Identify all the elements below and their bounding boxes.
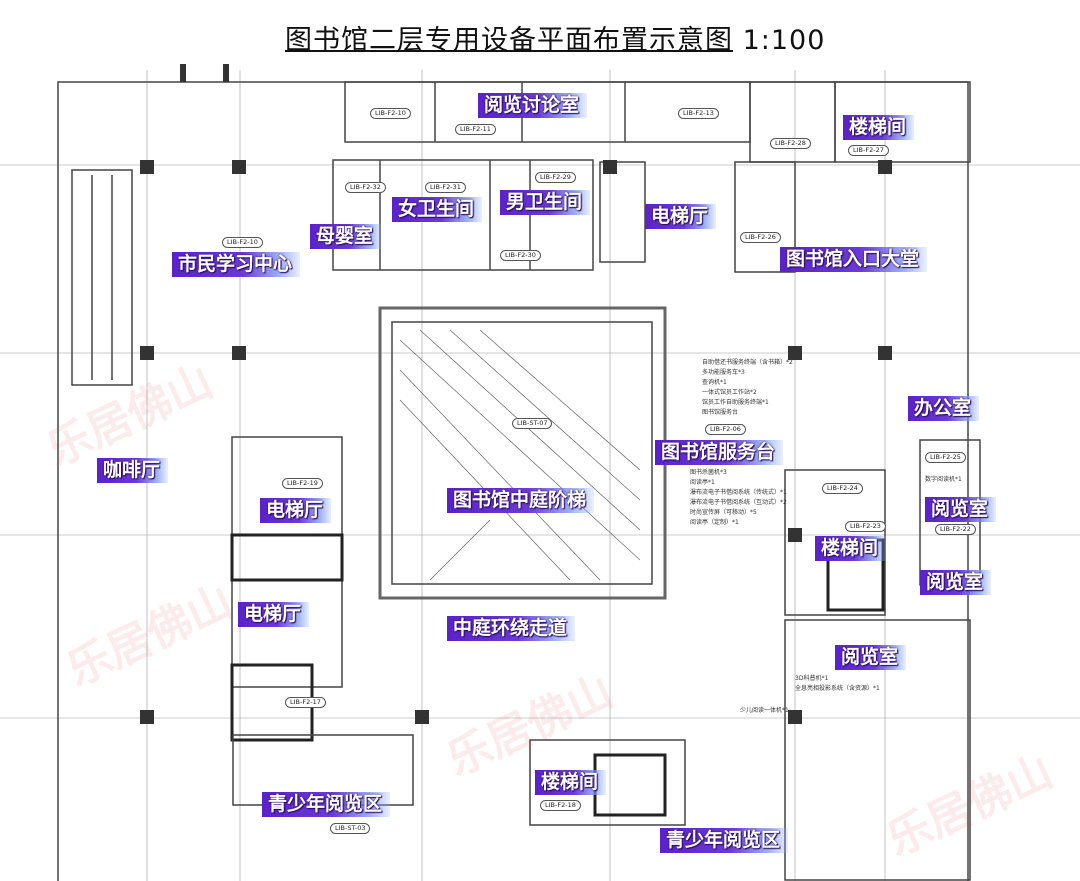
label-stairwell-bottom: 楼梯间 <box>535 770 607 795</box>
label-male-restroom: 男卫生间 <box>500 190 591 215</box>
label-youth-reading-left: 青少年阅览区 <box>262 792 391 817</box>
room-code: LIB-F2-26 <box>740 232 781 243</box>
room-code: LIB-F2-19 <box>282 478 323 489</box>
equipment-note: 少儿阅读一体机*1 <box>740 707 789 714</box>
label-reading-room-3: 阅览室 <box>835 645 907 670</box>
label-reading-room-1: 阅览室 <box>925 497 997 522</box>
label-female-restroom: 女卫生间 <box>392 197 483 222</box>
room-code: LIB-F2-29 <box>535 172 576 183</box>
label-elevator-hall-left1: 电梯厅 <box>260 498 332 523</box>
room-code: LIB-F2-31 <box>425 182 466 193</box>
label-stairwell-mid: 楼梯间 <box>815 536 887 561</box>
label-citizen-learning-center: 市民学习中心 <box>172 252 301 277</box>
room-code: LIB-F2-28 <box>770 138 811 149</box>
equipment-note: 图书杀菌机*3 阅读亭*1 瀑布流电子书借阅系统（传统式）*1 瀑布流电子书借阅… <box>690 469 787 526</box>
room-code: LIB-F2-32 <box>345 182 386 193</box>
room-code: LIB-F2-06 <box>705 424 746 435</box>
room-code: LIB-ST-07 <box>512 418 553 429</box>
room-code: LIB-F2-10 <box>370 108 411 119</box>
room-code: LIB-ST-03 <box>330 823 371 834</box>
room-code: LIB-F2-23 <box>845 521 886 532</box>
label-reading-discussion-room: 阅览讨论室 <box>478 93 588 118</box>
label-atrium-stairs: 图书馆中庭阶梯 <box>447 488 595 513</box>
room-code: LIB-F2-10 <box>222 237 263 248</box>
title-text: 图书馆二层专用设备平面布置示意图 <box>285 25 733 56</box>
label-entrance-lobby: 图书馆入口大堂 <box>780 247 928 272</box>
label-cafe: 咖啡厅 <box>97 458 169 483</box>
label-elevator-hall-top: 电梯厅 <box>645 204 717 229</box>
room-code: LIB-F2-11 <box>455 124 496 135</box>
scale-text: 1:100 <box>742 25 826 56</box>
label-atrium-corridor: 中庭环绕走道 <box>447 616 576 641</box>
equipment-note: 自助借还书服务终端（含书箱）*2 多功能服务车*3 查询机*1 一体式馆员工作站… <box>702 359 793 416</box>
label-office: 办公室 <box>908 396 980 421</box>
room-code: LIB-F2-30 <box>500 250 541 261</box>
equipment-note: 3D科普机*1 全息亮相投影系统（含资源）*1 <box>795 675 880 692</box>
room-code: LIB-F2-17 <box>285 697 326 708</box>
label-service-desk: 图书馆服务台 <box>655 440 784 465</box>
label-youth-reading-bottom: 青少年阅览区 <box>660 828 789 853</box>
drawing-title: 图书馆二层专用设备平面布置示意图 1:100 <box>285 18 825 57</box>
label-elevator-hall-left2: 电梯厅 <box>238 602 310 627</box>
label-reading-room-2: 阅览室 <box>920 570 992 595</box>
room-code: LIB-F2-13 <box>678 108 719 119</box>
room-code: LIB-F2-22 <box>935 524 976 535</box>
room-code: LIB-F2-24 <box>822 483 863 494</box>
equipment-note: 数字阅读机*1 <box>925 476 962 483</box>
room-code: LIB-F2-27 <box>848 145 889 156</box>
room-code: LIB-F2-18 <box>540 800 581 811</box>
label-stairwell-top: 楼梯间 <box>843 115 915 140</box>
label-mother-baby-room: 母婴室 <box>310 224 382 249</box>
room-code: LIB-F2-25 <box>925 452 966 463</box>
